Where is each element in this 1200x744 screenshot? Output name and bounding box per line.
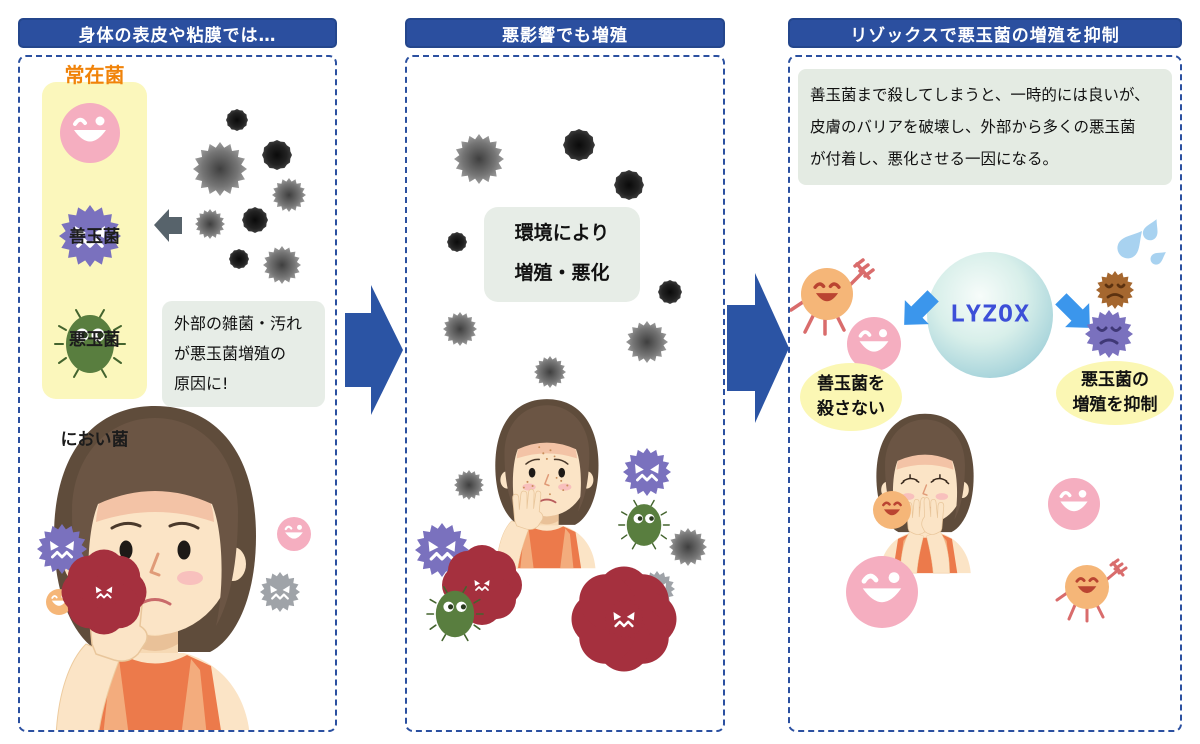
gray-germ-icon	[454, 470, 484, 500]
red-bacteria-icon	[83, 571, 126, 614]
note-line: 増殖・悪化	[514, 262, 610, 284]
pink-smiley-icon	[846, 556, 918, 628]
label-line: 悪玉菌の	[1081, 370, 1149, 390]
panel2-title: 悪影響でも増殖	[502, 25, 628, 46]
panel2-body: 環境により 増殖・悪化	[405, 55, 725, 732]
odor-bacteria-icon	[426, 585, 484, 642]
orange-smiley-with-rake-icon	[1055, 558, 1128, 623]
orange-smiley-with-rake-icon	[790, 258, 875, 336]
orange-smiley-icon	[46, 589, 72, 615]
purple-bacteria-icon	[37, 524, 87, 574]
panel3-woman-art	[875, 413, 975, 574]
paragraph-line: 皮膚のバリアを破壊し、外部から多くの悪玉菌	[810, 118, 1136, 136]
paragraph-line: 善玉菌まで殺してしまうと、一時的には良いが、	[810, 86, 1150, 104]
gray-germ-icon	[669, 528, 707, 566]
panel2-woman-art	[494, 398, 600, 570]
label-line: 殺さない	[817, 399, 885, 419]
gray-bacteria-icon	[260, 572, 300, 612]
germ-cluster	[193, 109, 306, 284]
legend-label-bad: 悪玉菌	[69, 330, 120, 350]
pink-smiley-icon	[277, 517, 311, 551]
bacteria-around-woman	[415, 448, 707, 645]
worried-woman-illustration	[52, 404, 258, 730]
red-bacteria-icon	[598, 593, 651, 646]
legend-label-good: 善玉菌	[69, 227, 120, 247]
happy-woman-illustration	[875, 413, 975, 574]
panel3-body: 善玉菌まで殺してしまうと、一時的には良いが、 皮膚のバリアを破壊し、外部から多く…	[788, 55, 1182, 732]
panel1-body: 常在菌 善玉菌 悪玉菌 におい菌 外部の雑菌・汚れ が悪玉菌増殖の 原因に!	[18, 55, 337, 732]
arrow-to-bad-icon	[1048, 286, 1102, 340]
lyzox-logo: LYZOX	[949, 300, 1031, 327]
purple-bacteria-icon	[623, 448, 671, 496]
panel2-header: 悪影響でも増殖	[405, 18, 725, 48]
red-bacteria-icon	[462, 565, 502, 605]
gray-bacteria-icon	[639, 571, 675, 607]
water-drops-icon	[1113, 216, 1170, 267]
panel2-note: 環境により 増殖・悪化	[484, 207, 640, 302]
panel1-note: 外部の雑菌・汚れ が悪玉菌増殖の 原因に!	[162, 301, 325, 407]
smileys-around-woman	[846, 478, 1128, 628]
purple-bacteria-sad-icon	[1085, 310, 1133, 358]
left-arrow-icon	[154, 209, 182, 242]
odor-bacteria-icon	[618, 499, 670, 550]
panel3-header: リゾックスで悪玉菌の増殖を抑制	[788, 18, 1182, 48]
orange-smiley-icon	[873, 491, 911, 529]
note-line: 環境により	[514, 222, 610, 244]
note-line: 外部の雑菌・汚れ	[174, 314, 303, 333]
panel1-title: 身体の表皮や粘膜では…	[78, 25, 277, 46]
sad-woman-illustration	[494, 398, 600, 570]
legend-label-odor: におい菌	[60, 430, 129, 450]
bad-bacteria-result-label: 悪玉菌の 増殖を抑制	[1056, 361, 1174, 425]
good-bacteria-result-label: 善玉菌を 殺さない	[800, 363, 902, 431]
paragraph-line: が付着し、悪化させる一因になる。	[810, 150, 1059, 168]
note-line: が悪玉菌増殖の	[174, 344, 287, 363]
purple-bacteria-icon	[415, 523, 469, 577]
pink-smiley-icon	[1048, 478, 1100, 530]
label-line: 増殖を抑制	[1072, 395, 1158, 415]
label-line: 善玉菌を	[817, 374, 885, 394]
panel3-paragraph: 善玉菌まで殺してしまうと、一時的には良いが、 皮膚のバリアを破壊し、外部から多く…	[798, 69, 1172, 185]
flow-arrow-1	[345, 285, 403, 415]
brown-bacteria-sad-icon	[1096, 271, 1134, 309]
panel2-art	[415, 129, 707, 730]
acne-spots	[522, 446, 569, 496]
panel3-title: リゾックスで悪玉菌の増殖を抑制	[850, 25, 1120, 46]
bacteria-around-woman	[37, 517, 311, 615]
panel1-header: 身体の表皮や粘膜では…	[18, 18, 337, 48]
note-line: 原因に!	[174, 374, 229, 393]
legend-title: 常在菌	[64, 63, 125, 87]
flow-arrow-2	[727, 273, 789, 423]
